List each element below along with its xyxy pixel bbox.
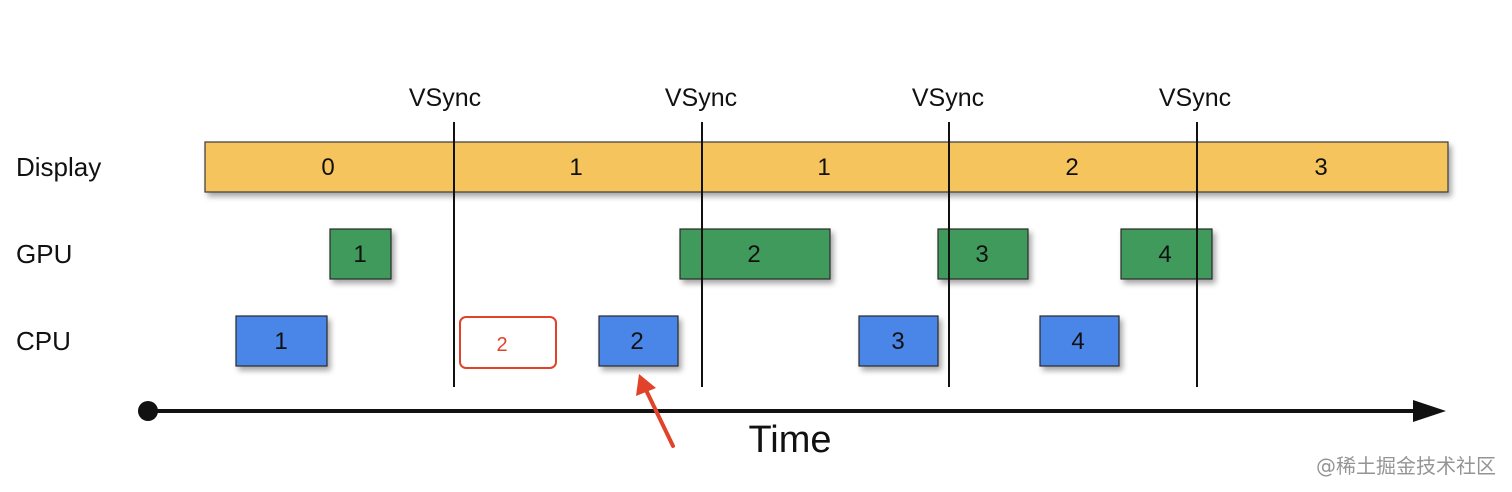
cpu-block-3-shape (858, 315, 939, 367)
time-axis-arrowhead (1413, 400, 1446, 422)
annotation-arrow-shaft (644, 388, 675, 448)
watermark: @稀土掘金技术社区 (1316, 454, 1496, 478)
time-axis-label: Time (748, 419, 831, 461)
display-frame-1: 0 (321, 154, 334, 181)
row-label-gpu: GPU (16, 239, 72, 269)
cpu-block-3: 3 (891, 328, 904, 355)
cpu-block-2-shape (598, 315, 679, 367)
annotation-box (459, 316, 557, 369)
cpu-block-4: 4 (1071, 328, 1084, 355)
vsync-label-1: VSync (409, 84, 481, 112)
cpu-block-2: 2 (630, 328, 643, 355)
vsync-label-2: VSync (665, 84, 737, 112)
cpu-block-1-shape (235, 315, 328, 367)
gpu-block-4: 4 (1158, 241, 1171, 268)
display-frame-5: 3 (1314, 154, 1327, 181)
display-frame-3: 1 (817, 154, 830, 181)
display-bar (204, 141, 1449, 193)
row-label-display: Display (16, 152, 101, 182)
cpu-block-4-shape (1039, 315, 1120, 367)
row-label-cpu: CPU (16, 326, 71, 356)
gpu-block-1-shape (329, 228, 392, 280)
display-frame-2: 1 (569, 154, 582, 181)
display-frame-4: 2 (1065, 154, 1078, 181)
gpu-block-2-shape (679, 228, 831, 280)
gpu-block-3: 3 (975, 241, 988, 268)
annotation-box-label: 2 (496, 334, 507, 356)
gpu-block-2: 2 (747, 241, 760, 268)
gpu-block-1: 1 (353, 241, 366, 268)
cpu-block-1: 1 (274, 328, 287, 355)
annotation-arrow-head (636, 374, 656, 396)
vsync-label-4: VSync (1159, 84, 1231, 112)
vsync-label-3: VSync (912, 84, 984, 112)
gpu-block-3-shape (937, 228, 1029, 280)
